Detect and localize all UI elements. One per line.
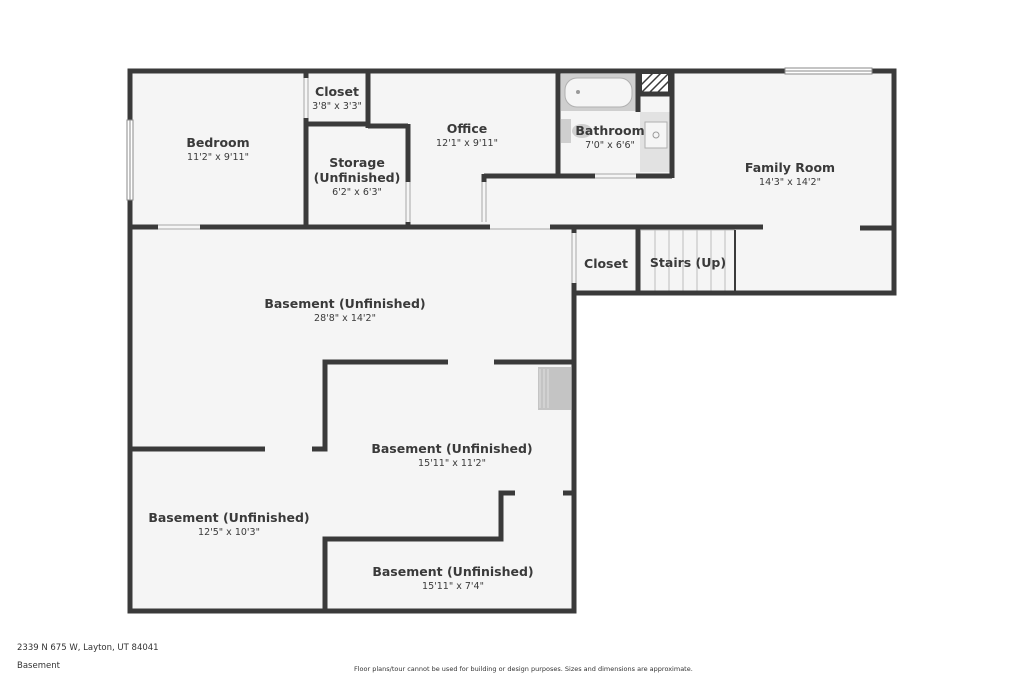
stairs-icon [641,229,736,293]
family-room-dims: 14'3" x 14'2" [759,177,821,188]
basement-center-name: Basement (Unfinished) [371,441,532,456]
window-family-room [784,67,873,75]
basement-main-name: Basement (Unfinished) [264,296,425,311]
water-heater-icon [538,367,571,410]
stairs-name: Stairs (Up) [650,255,726,270]
property-address: 2339 N 675 W, Layton, UT 84041 [17,643,159,653]
bedroom-dims: 11'2" x 9'11" [187,152,249,163]
bathtub-icon [561,74,636,111]
bathroom-name: Bathroom [575,123,644,138]
basement-bottom-name: Basement (Unfinished) [372,564,533,579]
office-name: Office [447,121,487,136]
toilet-icon [561,119,592,143]
basement-left-name: Basement (Unfinished) [148,510,309,525]
basement-main-dims: 28'8" x 14'2" [314,313,376,324]
closet-upper-name: Closet [315,84,359,99]
storage-name-line2: (Unfinished) [314,170,401,185]
floor-area [130,71,894,611]
office-dims: 12'1" x 9'11" [436,138,498,149]
basement-bottom-dims: 15'11" x 7'4" [422,581,484,592]
basement-center-dims: 15'11" x 11'2" [418,458,486,469]
storage-name-line1: Storage [329,155,385,170]
door-openings [158,78,636,283]
storage-dims: 6'2" x 6'3" [332,187,382,198]
bedroom-name: Bedroom [186,135,249,150]
basement-left-dims: 12'5" x 10'3" [198,527,260,538]
window-bedroom [126,119,134,201]
family-room-name: Family Room [745,160,835,175]
chimney-icon [640,72,670,94]
walls [127,68,897,614]
closet-upper-dims: 3'8" x 3'3" [312,101,362,112]
sink-icon [640,112,670,172]
floor-level-label: Basement [17,661,60,671]
disclaimer-text: Floor plans/tour cannot be used for buil… [354,665,693,673]
closet-lower-name: Closet [584,256,628,271]
bathroom-dims: 7'0" x 6'6" [585,140,635,151]
